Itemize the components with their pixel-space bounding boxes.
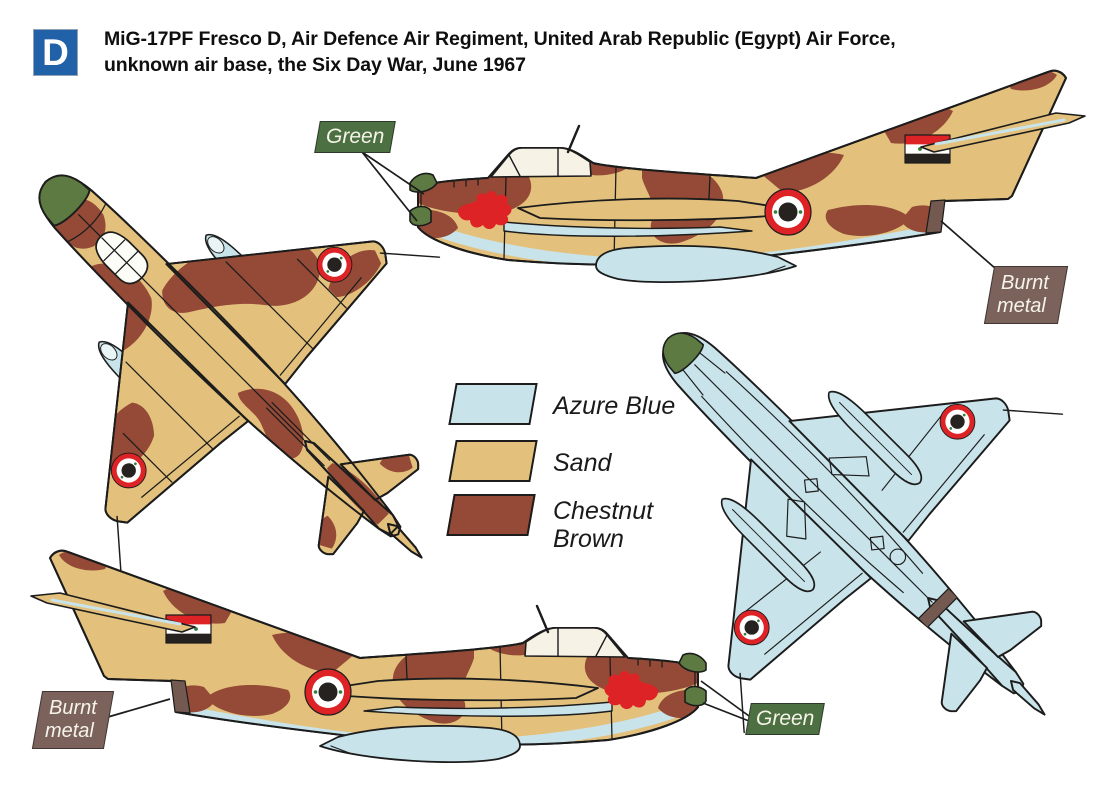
wingtip-antenna [116,252,441,577]
wingtip-antenna [739,409,1064,734]
panel-lines [680,350,985,655]
aircraft-underside-view [633,303,1064,734]
drop-tanks [713,383,929,599]
aircraft-side-profile-port [410,68,1085,282]
aircraft-side-profile-starboard [31,548,706,762]
callout-leader-lines [107,151,997,722]
drop-tanks [90,226,306,442]
